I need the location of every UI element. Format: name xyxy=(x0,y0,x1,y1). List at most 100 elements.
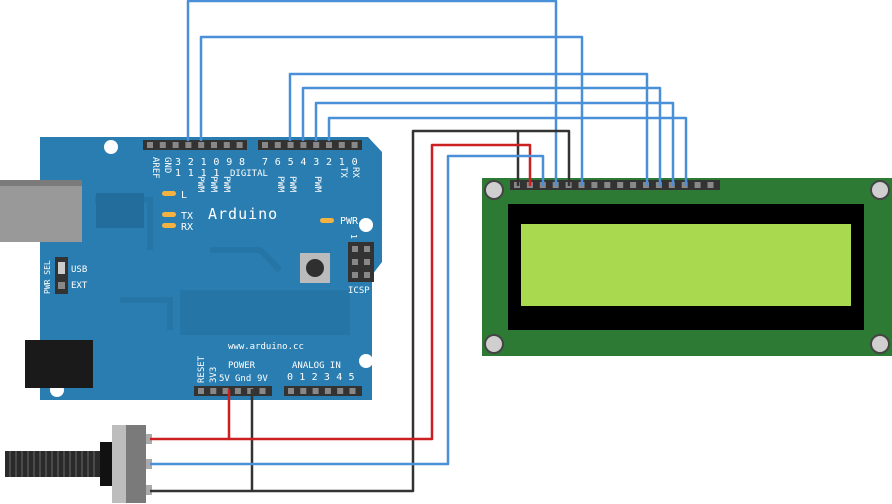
led-l xyxy=(162,191,176,196)
power-jack xyxy=(25,340,93,388)
header-pin[interactable] xyxy=(185,142,192,148)
header-pin[interactable] xyxy=(338,142,345,148)
lcd-header-pin[interactable] xyxy=(630,182,637,188)
lcd-mount-hole xyxy=(870,180,890,200)
lcd-module xyxy=(482,178,892,356)
header-pin[interactable] xyxy=(288,388,294,394)
pin-number-label: 5 xyxy=(288,157,294,168)
digital-label: DIGITAL xyxy=(230,169,268,179)
aref-label: AREF xyxy=(150,157,160,179)
pwm-label: PWM xyxy=(221,176,231,193)
header-pin[interactable] xyxy=(223,142,230,148)
header-pin[interactable] xyxy=(236,142,243,148)
lcd-header-pin[interactable] xyxy=(617,182,624,188)
potentiometer-body xyxy=(112,425,126,503)
power-label: POWER xyxy=(228,361,256,371)
board-name: Arduino xyxy=(208,205,278,223)
5v-pin-label: 5V xyxy=(219,374,230,384)
analog-pin-label: 4 xyxy=(336,372,342,383)
analog-pin-label: 3 xyxy=(324,372,330,383)
header-pin[interactable] xyxy=(300,142,307,148)
pin-number-label: 0 xyxy=(352,157,358,168)
lcd-header xyxy=(510,180,720,190)
mounting-hole xyxy=(104,140,118,154)
wire-pin11-enable xyxy=(199,35,584,186)
chip xyxy=(96,193,144,228)
lcd-mount-hole xyxy=(870,334,890,354)
analog-label: ANALOG IN xyxy=(292,361,341,371)
knob-ridges xyxy=(9,451,95,477)
led-tx-label: TX xyxy=(181,211,193,222)
lcd-mount-hole xyxy=(484,180,504,200)
header-pin[interactable] xyxy=(274,142,281,148)
header-pin[interactable] xyxy=(262,142,268,148)
icsp-header xyxy=(348,242,374,282)
usb-label: USB xyxy=(71,265,87,275)
led-tx xyxy=(162,212,176,217)
header-pin[interactable] xyxy=(247,388,254,394)
wire-5v-bus xyxy=(227,143,532,441)
wire-pin12-rs xyxy=(186,0,558,186)
pin-number-label: 1 xyxy=(201,157,207,168)
pin-tens-label: 1 xyxy=(175,168,181,179)
pin-number-label: 8 xyxy=(239,157,245,168)
header-pin[interactable] xyxy=(159,142,166,148)
pwm-label: PWM xyxy=(208,176,218,193)
lcd-header-pin[interactable] xyxy=(591,182,598,188)
pin-number-label: 0 xyxy=(213,157,219,168)
power-header xyxy=(194,386,272,396)
header-pin[interactable] xyxy=(349,388,356,394)
mounting-hole xyxy=(359,354,373,368)
header-pin[interactable] xyxy=(324,388,331,394)
analog-header xyxy=(284,386,362,396)
header-pin[interactable] xyxy=(234,388,241,394)
potentiometer[interactable] xyxy=(5,425,152,503)
header-pin[interactable] xyxy=(312,388,319,394)
pwm-label: PWM xyxy=(275,176,285,193)
pin-number-label: 2 xyxy=(188,157,194,168)
icsp-label: ICSP xyxy=(348,286,370,296)
reset-button-cap[interactable] xyxy=(306,259,324,277)
led-pwr-label: PWR xyxy=(340,216,359,227)
header-pin[interactable] xyxy=(326,142,332,148)
pin-number-label: 6 xyxy=(275,157,281,168)
header-pin[interactable] xyxy=(300,388,307,394)
header-pin[interactable] xyxy=(198,142,205,148)
header-pin[interactable] xyxy=(337,388,344,394)
wires xyxy=(150,0,688,493)
reset-pin-label: RESET xyxy=(197,355,207,383)
header-pin[interactable] xyxy=(198,388,204,394)
pin-number-label: 1 xyxy=(339,157,345,168)
pin-number-label: 7 xyxy=(262,157,268,168)
digital-header-high xyxy=(143,140,247,150)
ext-label: EXT xyxy=(71,281,88,291)
lcd-header-pin[interactable] xyxy=(604,182,611,188)
header-pin[interactable] xyxy=(211,142,217,148)
pin-number-label: 4 xyxy=(300,157,306,168)
led-l-label: L xyxy=(181,190,187,201)
wire-ground-bus xyxy=(250,129,571,493)
lcd-header-pin[interactable] xyxy=(681,182,688,188)
header-pin[interactable] xyxy=(147,142,153,148)
pin-tens-label: 1 xyxy=(201,168,207,179)
rx-pin-label: RX xyxy=(350,167,360,178)
potentiometer-shaft xyxy=(100,442,112,486)
header-pin[interactable] xyxy=(351,142,358,148)
header-pin[interactable] xyxy=(313,142,320,148)
board-url: www.arduino.cc xyxy=(228,342,304,352)
lcd-header-pin[interactable] xyxy=(707,182,714,188)
header-pin[interactable] xyxy=(210,388,217,394)
header-pin[interactable] xyxy=(172,142,179,148)
led-rx-label: RX xyxy=(181,222,193,233)
pin-number-label: 2 xyxy=(326,157,332,168)
header-pin[interactable] xyxy=(259,388,266,394)
tx-pin-label: TX xyxy=(338,167,348,178)
analog-pin-label: 5 xyxy=(349,372,355,383)
wire-pin3-d6 xyxy=(314,101,675,186)
lcd-header-pin[interactable] xyxy=(694,182,701,188)
header-pin[interactable] xyxy=(222,388,229,394)
wire-pin5-d4 xyxy=(288,72,649,186)
header-pin[interactable] xyxy=(287,142,294,148)
